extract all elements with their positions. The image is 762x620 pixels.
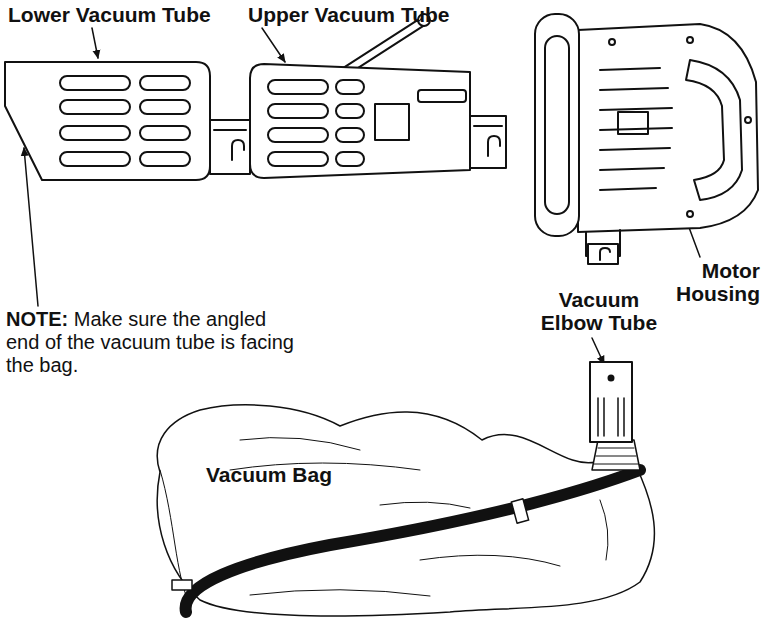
upper-vacuum-tube [250,14,506,178]
part-label: Vacuum Bag [206,463,366,486]
lower-vacuum-tube [5,62,250,180]
note-heading: NOTE: [6,308,68,330]
vacuum-bag [157,405,654,616]
part-label: Vacuum Elbow Tube [540,288,658,334]
vacuum-elbow-tube [590,362,632,442]
note-paragraph: NOTE: Make sure the angled end of the va… [6,308,296,377]
part-label: Motor Housing [672,259,760,305]
part-label: Upper Vacuum Tube [248,3,488,26]
part-label: Lower Vacuum Tube [8,3,248,26]
motor-housing [535,14,758,264]
